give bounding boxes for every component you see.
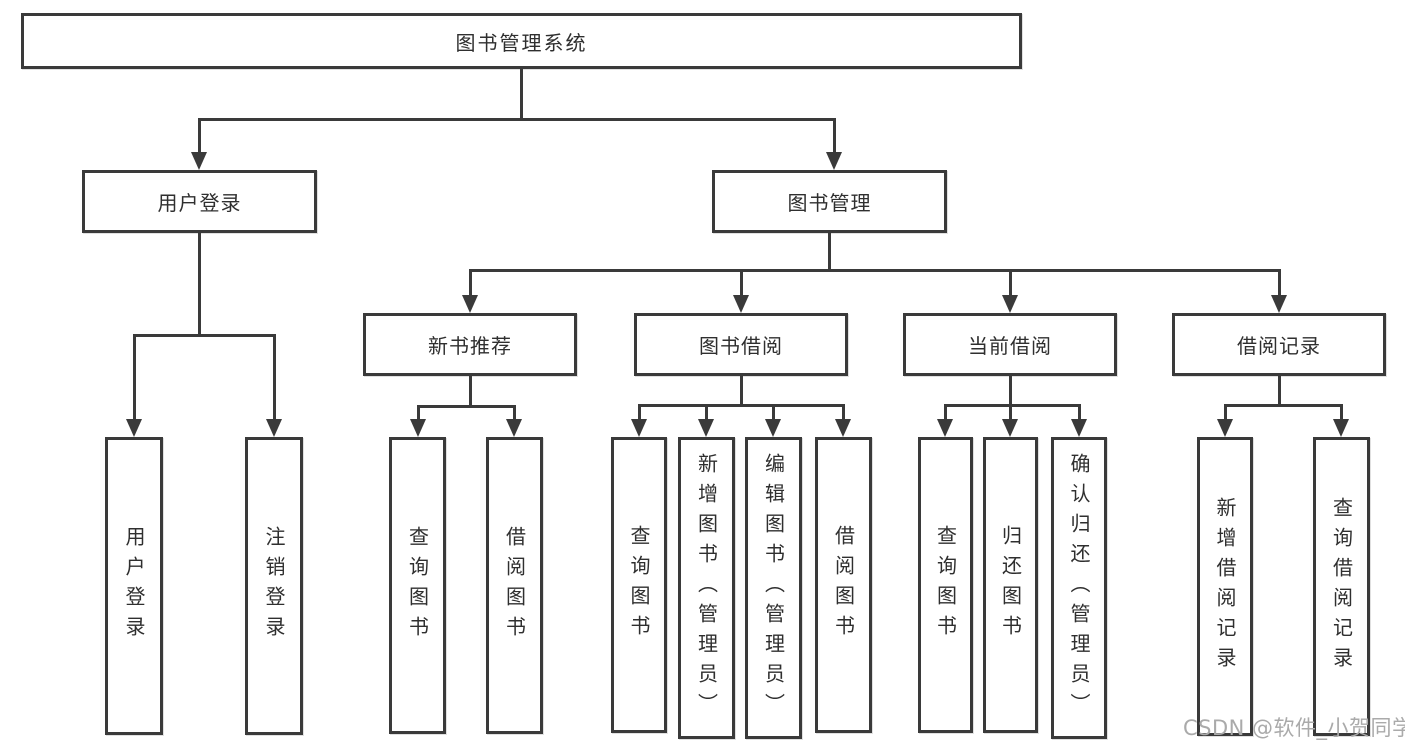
connector-section3-stem bbox=[1009, 376, 1012, 407]
connector-leaf-drop bbox=[1340, 404, 1343, 419]
leaf-label: 查询图书 bbox=[627, 525, 651, 645]
arrow-head bbox=[1071, 419, 1087, 437]
node-book-borrow: 图书借阅 bbox=[634, 313, 848, 376]
connector-login-stem bbox=[198, 233, 201, 336]
connector-leaf-drop bbox=[944, 404, 947, 419]
node-root-library-system: 图书管理系统 bbox=[21, 13, 1022, 69]
connector-leaf-drop bbox=[417, 405, 420, 419]
arrow-head bbox=[698, 419, 714, 437]
connector-section4-stem bbox=[1278, 376, 1281, 407]
node-current-borrow: 当前借阅 bbox=[903, 313, 1117, 376]
connector-manage-stem bbox=[828, 233, 831, 272]
node-book-borrow-label: 图书借阅 bbox=[699, 334, 783, 358]
node-user-login-label: 用户登录 bbox=[157, 191, 242, 215]
arrow-head bbox=[1271, 295, 1287, 313]
arrow-head bbox=[835, 419, 851, 437]
node-new-book-recommend-label: 新书推荐 bbox=[428, 334, 512, 358]
connector-leaf-drop bbox=[273, 334, 276, 419]
leaf-borrow-query-books: 查询图书 bbox=[611, 437, 667, 733]
connector-leaf-drop bbox=[705, 404, 708, 419]
node-current-borrow-label: 当前借阅 bbox=[968, 334, 1052, 358]
arrow-head bbox=[1002, 419, 1018, 437]
connector-section-drop bbox=[1278, 269, 1281, 295]
csdn-watermark: CSDN @软件_小贺同学 bbox=[1183, 716, 1405, 740]
node-root-label: 图书管理系统 bbox=[455, 30, 588, 55]
leaf-label: 新增图书（管理员） bbox=[694, 453, 719, 723]
leaf-records-query-record: 查询借阅记录 bbox=[1313, 437, 1370, 736]
leaf-current-query-books: 查询图书 bbox=[918, 437, 973, 733]
leaf-borrow-add-books-admin: 新增图书（管理员） bbox=[678, 437, 735, 739]
node-new-book-recommend: 新书推荐 bbox=[363, 313, 577, 376]
connector-root-stem bbox=[520, 69, 523, 121]
leaf-user-login: 用户登录 bbox=[105, 437, 163, 735]
connector-section1-cross bbox=[417, 405, 516, 408]
leaf-label: 编辑图书（管理员） bbox=[761, 453, 786, 723]
arrow-head bbox=[410, 419, 426, 437]
arrow-head bbox=[462, 295, 478, 313]
connector-manage-drop bbox=[833, 118, 836, 152]
node-borrow-records-label: 借阅记录 bbox=[1237, 334, 1321, 358]
connector-leaf-drop bbox=[1078, 404, 1081, 419]
connector-section-drop bbox=[469, 269, 472, 295]
connector-leaf-drop bbox=[133, 334, 136, 419]
leaf-label: 新增借阅记录 bbox=[1213, 496, 1237, 677]
leaf-borrow-borrow-books: 借阅图书 bbox=[815, 437, 872, 733]
arrow-head bbox=[765, 419, 781, 437]
leaf-recommend-borrow-books: 借阅图书 bbox=[486, 437, 543, 734]
connector-leaf-drop bbox=[1224, 404, 1227, 419]
connector-leaf-drop bbox=[638, 404, 641, 419]
leaf-records-add-record: 新增借阅记录 bbox=[1197, 437, 1253, 736]
connector-manage-cross bbox=[469, 269, 1281, 272]
leaf-label: 归还图书 bbox=[998, 525, 1023, 645]
leaf-logout: 注销登录 bbox=[245, 437, 303, 735]
leaf-label: 注销登录 bbox=[262, 526, 286, 646]
node-book-management: 图书管理 bbox=[712, 170, 947, 233]
connector-leaf-drop bbox=[772, 404, 775, 419]
arrow-head bbox=[506, 419, 522, 437]
connector-section1-stem bbox=[469, 376, 472, 408]
arrow-head bbox=[631, 419, 647, 437]
arrow-head bbox=[191, 152, 207, 170]
node-borrow-records: 借阅记录 bbox=[1172, 313, 1386, 376]
node-book-management-label: 图书管理 bbox=[787, 191, 872, 215]
connector-section4-cross bbox=[1224, 404, 1342, 407]
connector-section-drop bbox=[1009, 269, 1012, 295]
leaf-label: 查询借阅记录 bbox=[1329, 496, 1354, 677]
arrow-head bbox=[126, 419, 142, 437]
leaf-label: 借阅图书 bbox=[502, 525, 527, 646]
leaf-current-confirm-return-admin: 确认归还（管理员） bbox=[1051, 437, 1107, 739]
arrow-head bbox=[826, 152, 842, 170]
arrow-head bbox=[1002, 295, 1018, 313]
connector-login-drop bbox=[198, 118, 201, 152]
connector-section2-cross bbox=[638, 404, 844, 407]
leaf-borrow-edit-books-admin: 编辑图书（管理员） bbox=[745, 437, 802, 739]
leaf-label: 确认归还（管理员） bbox=[1067, 453, 1091, 723]
leaf-label: 查询图书 bbox=[933, 525, 958, 645]
arrow-head bbox=[733, 295, 749, 313]
leaf-current-return-books: 归还图书 bbox=[983, 437, 1038, 733]
connector-root-cross bbox=[198, 118, 835, 121]
leaf-label: 查询图书 bbox=[405, 525, 430, 646]
leaf-label: 借阅图书 bbox=[831, 525, 856, 645]
leaf-label: 用户登录 bbox=[122, 526, 146, 646]
connector-login-cross bbox=[133, 334, 276, 337]
leaf-recommend-query-books: 查询图书 bbox=[389, 437, 446, 734]
node-user-login: 用户登录 bbox=[82, 170, 317, 233]
connector-section-drop bbox=[740, 269, 743, 295]
connector-section3-cross bbox=[944, 404, 1080, 407]
connector-section2-stem bbox=[740, 376, 743, 407]
connector-leaf-drop bbox=[842, 404, 845, 419]
arrow-head bbox=[1217, 419, 1233, 437]
arrow-head bbox=[937, 419, 953, 437]
connector-leaf-drop bbox=[513, 405, 516, 419]
connector-leaf-drop bbox=[1009, 404, 1012, 419]
arrow-head bbox=[266, 419, 282, 437]
arrow-head bbox=[1333, 419, 1349, 437]
